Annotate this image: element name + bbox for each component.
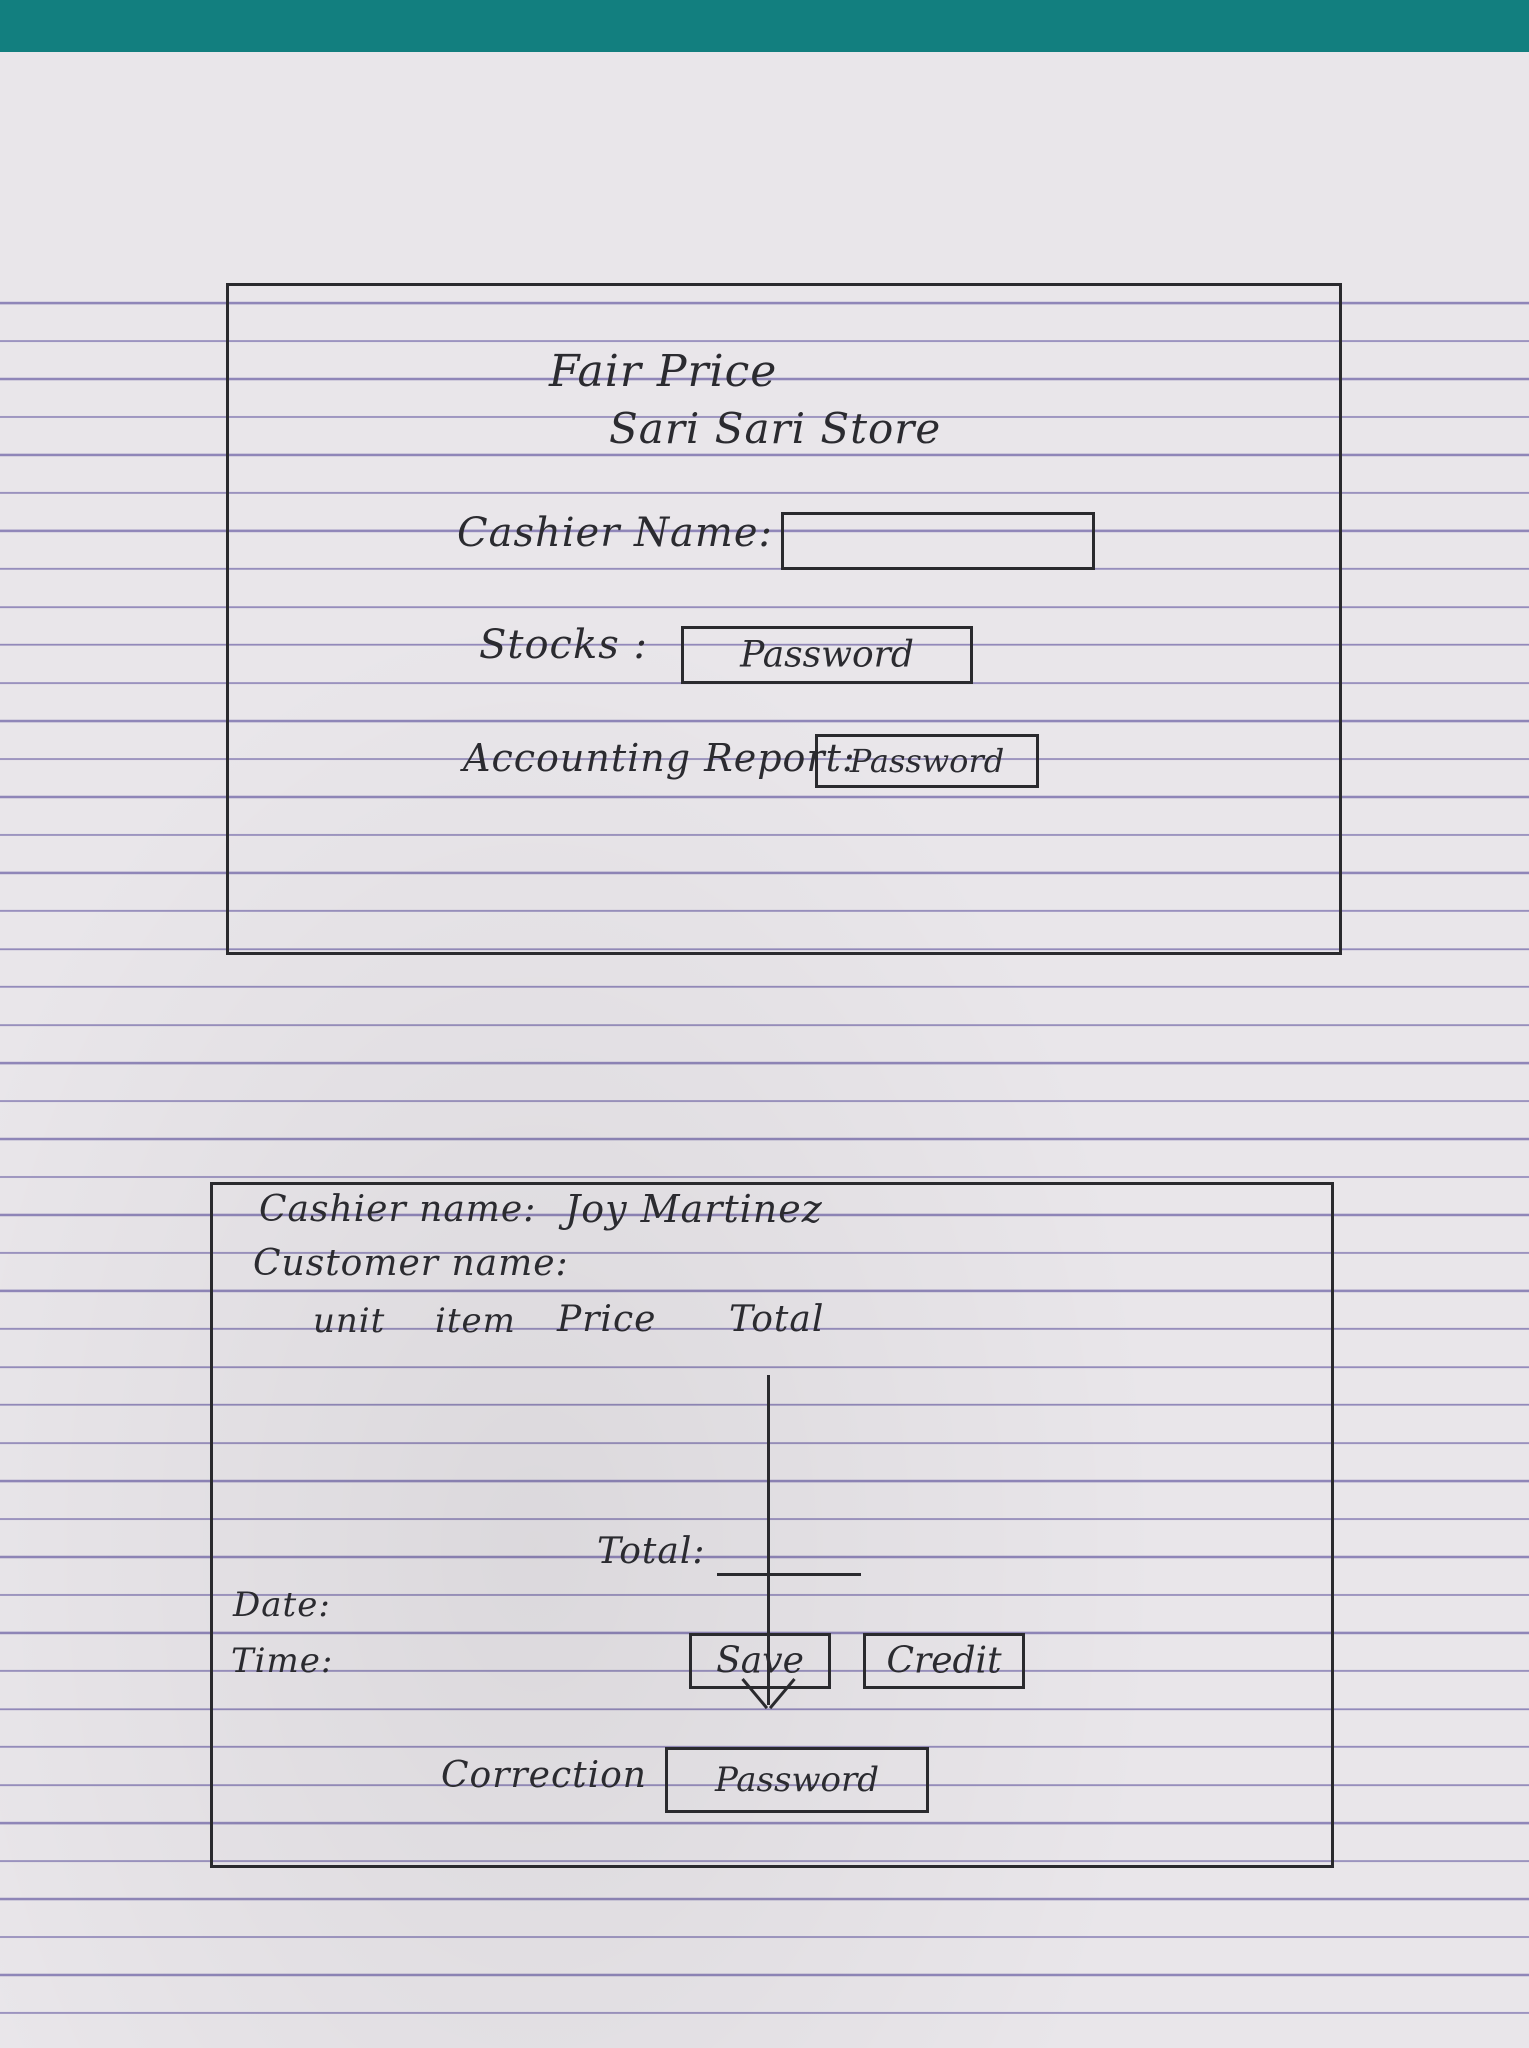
- store-name-title: Fair Price: [549, 346, 778, 397]
- time-label: Time:: [231, 1641, 334, 1681]
- stocks-password-placeholder: Password: [740, 634, 914, 676]
- sales-window: Cashier name: Joy Martinez Customer name…: [210, 1182, 1334, 1868]
- column-header-total: Total: [729, 1299, 825, 1340]
- stocks-label: Stocks :: [479, 622, 648, 668]
- total-value-line: [717, 1573, 861, 1576]
- column-header-unit: unit: [313, 1301, 386, 1341]
- accounting-report-label: Accounting Report:: [463, 736, 856, 780]
- store-name-subtitle: Sari Sari Store: [609, 404, 942, 453]
- cashier-name-input[interactable]: [781, 512, 1095, 570]
- cashier-name-label: Cashier Name:: [457, 510, 773, 556]
- credit-button-label: Credit: [886, 1640, 1002, 1682]
- arrow-down-icon: [767, 1375, 770, 1705]
- accounting-password-placeholder: Password: [849, 742, 1005, 780]
- cashier-name-label: Cashier name:: [259, 1189, 537, 1230]
- paper-top-margin: [0, 52, 1529, 277]
- notebook-paper: [0, 52, 1529, 2048]
- credit-button[interactable]: Credit: [863, 1633, 1025, 1689]
- date-label: Date:: [233, 1585, 331, 1625]
- accounting-password-input[interactable]: Password: [815, 734, 1039, 788]
- column-header-price: Price: [557, 1299, 657, 1340]
- login-window: Fair Price Sari Sari Store Cashier Name:…: [226, 283, 1342, 955]
- stocks-password-input[interactable]: Password: [681, 626, 973, 684]
- correction-password-placeholder: Password: [714, 1760, 880, 1800]
- correction-password-input[interactable]: Password: [665, 1747, 929, 1813]
- save-button-label: Save: [716, 1640, 804, 1682]
- save-button[interactable]: Save: [689, 1633, 831, 1689]
- customer-name-label: Customer name:: [253, 1243, 569, 1284]
- correction-label: Correction: [441, 1755, 647, 1796]
- cashier-name-value: Joy Martinez: [565, 1187, 823, 1231]
- column-header-item: item: [435, 1301, 516, 1341]
- total-label: Total:: [597, 1531, 706, 1572]
